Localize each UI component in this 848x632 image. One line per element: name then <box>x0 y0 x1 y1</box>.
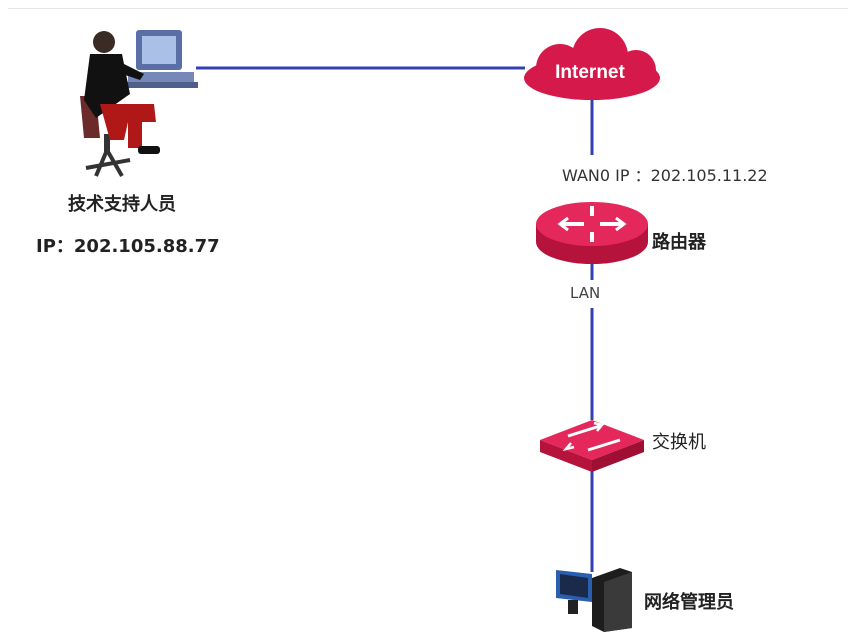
tech-support-name: 技术支持人员 <box>68 194 176 215</box>
switch-label: 交换机 <box>652 432 706 453</box>
router-icon <box>536 202 648 264</box>
tech-support-ip: IP：202.105.88.77 <box>36 236 220 257</box>
cloud-icon <box>524 28 660 100</box>
lan-label: LAN <box>570 284 601 302</box>
internet-label: Internet <box>555 62 625 83</box>
desktop-computer-icon <box>556 568 632 632</box>
switch-icon <box>540 420 644 472</box>
admin-label: 网络管理员 <box>644 592 734 613</box>
person-at-computer-icon <box>80 30 198 177</box>
router-label: 路由器 <box>652 232 706 253</box>
wan-ip-label: WAN0 IP ：202.105.11.22 <box>562 166 768 185</box>
top-divider <box>8 8 848 9</box>
